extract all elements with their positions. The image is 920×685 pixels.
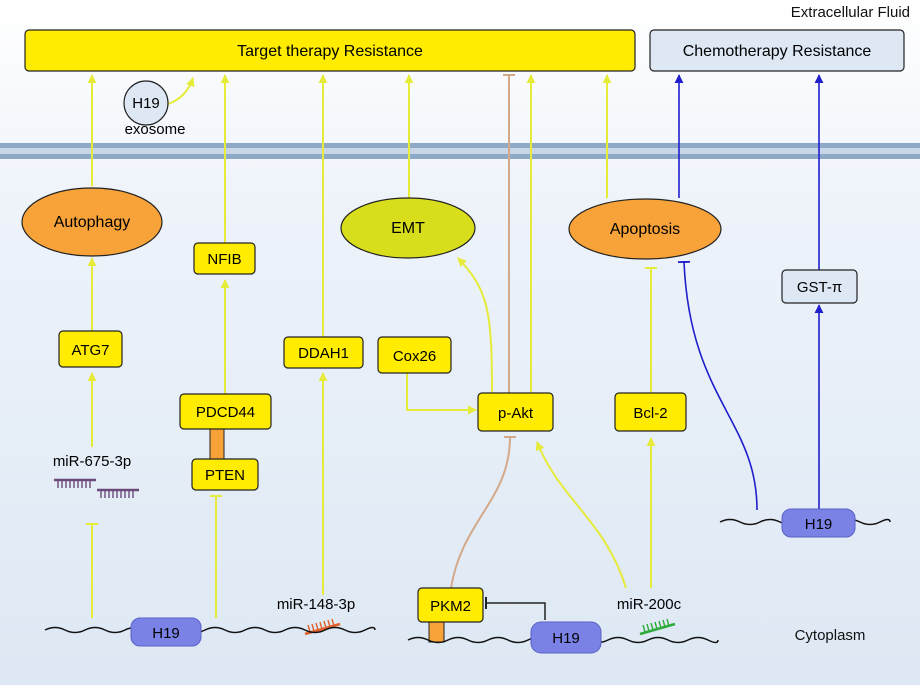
mir-675-glyph-1 xyxy=(54,478,96,488)
pten-box: PTEN xyxy=(191,458,259,491)
mir-675-glyph-2 xyxy=(97,488,139,498)
inhibit-h19-to-pkm2 xyxy=(485,597,546,620)
pdcd44-box: PDCD44 xyxy=(179,393,272,430)
gstpi-box: GST-π xyxy=(781,269,858,304)
h19-right-pill: H19 xyxy=(781,508,856,538)
chemo-pathway-lines xyxy=(674,74,824,512)
apoptosis-ellipse: Apoptosis xyxy=(568,198,722,260)
exosome-label: exosome xyxy=(125,121,186,138)
chemotherapy-resistance-box: Chemotherapy Resistance xyxy=(649,29,905,72)
pkm2-label: PKM2 xyxy=(430,598,471,615)
activation-arrows xyxy=(87,74,656,595)
target-therapy-resistance-box: Target therapy Resistance xyxy=(24,29,636,72)
autophagy-label: Autophagy xyxy=(54,214,131,231)
rna-strand-left xyxy=(44,626,376,634)
pdcd44-pten-connector xyxy=(209,428,225,460)
pakt-box: p-Akt xyxy=(477,392,554,432)
h19-exosome-label: H19 xyxy=(132,95,160,112)
bcl2-label: Bcl-2 xyxy=(633,405,667,422)
apoptosis-label: Apoptosis xyxy=(610,221,680,238)
h19-left-label: H19 xyxy=(152,625,180,642)
cox26-box: Cox26 xyxy=(377,336,452,374)
inhibition-lines-tan xyxy=(450,74,517,589)
pkm2-anchor xyxy=(428,620,445,643)
ddah1-label: DDAH1 xyxy=(298,345,349,362)
bcl2-box: Bcl-2 xyxy=(614,392,687,432)
gstpi-label: GST-π xyxy=(797,279,842,296)
h19-middle-pill: H19 xyxy=(530,621,602,654)
h19-right-label: H19 xyxy=(805,516,833,533)
target-therapy-resistance-label: Target therapy Resistance xyxy=(237,43,423,60)
mir-148-3p-label: miR-148-3p xyxy=(277,596,355,613)
h19-middle-label: H19 xyxy=(552,630,580,647)
h19-left-pill: H19 xyxy=(130,617,202,647)
pakt-label: p-Akt xyxy=(498,405,534,422)
atg7-label: ATG7 xyxy=(71,342,109,359)
cytoplasm-label: Cytoplasm xyxy=(795,627,866,644)
mir-200c-glyph xyxy=(639,618,676,636)
nfib-box: NFIB xyxy=(193,242,256,275)
autophagy-ellipse: Autophagy xyxy=(21,187,163,257)
arrow-pakt-to-emt xyxy=(457,257,493,394)
pdcd44-label: PDCD44 xyxy=(196,404,255,421)
pten-label: PTEN xyxy=(205,467,245,484)
h19-exosome: H19 exosome xyxy=(123,80,186,138)
arrow-exosome-to-target xyxy=(167,77,195,105)
mir-675-3p-label: miR-675-3p xyxy=(53,453,131,470)
ddah1-box: DDAH1 xyxy=(283,336,364,369)
inhibition-lines-yellow xyxy=(86,267,657,618)
arrow-mir200c-to-pakt xyxy=(535,441,627,589)
nfib-label: NFIB xyxy=(207,251,241,268)
inhibit-h19-to-apoptosis xyxy=(677,260,758,511)
chemotherapy-resistance-label: Chemotherapy Resistance xyxy=(683,43,872,60)
extracellular-label: Extracellular Fluid xyxy=(791,4,910,21)
atg7-box: ATG7 xyxy=(58,330,123,368)
mir-200c-label: miR-200c xyxy=(617,596,682,613)
inhibit-pkm2-to-pakt xyxy=(450,435,517,589)
cell-membrane xyxy=(0,143,920,159)
emt-label: EMT xyxy=(391,220,425,237)
pkm2-box: PKM2 xyxy=(417,587,484,623)
cox26-label: Cox26 xyxy=(393,348,436,365)
emt-ellipse: EMT xyxy=(340,197,476,259)
arrow-cox26-to-pakt xyxy=(406,373,477,415)
